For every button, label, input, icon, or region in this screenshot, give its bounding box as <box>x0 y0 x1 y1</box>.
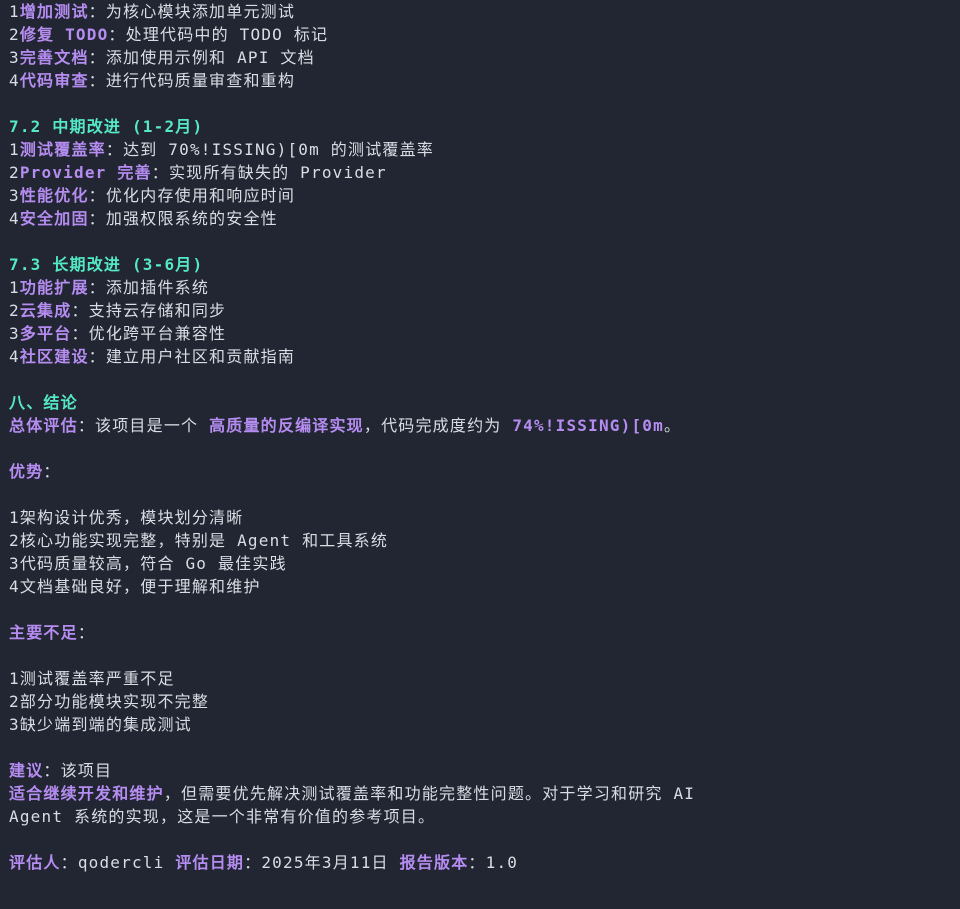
list-item: 4安全加固：加强权限系统的安全性 <box>9 209 278 228</box>
blank-line <box>9 598 960 621</box>
evaluator-label: 评估人 <box>9 853 61 872</box>
list-item: 1测试覆盖率严重不足 <box>9 669 175 688</box>
list-item: 1功能扩展：添加插件系统 <box>9 278 210 297</box>
overall-assessment: 总体评估：该项目是一个 高质量的反编译实现，代码完成度约为 74%!ISSING… <box>9 416 682 435</box>
blank-line <box>9 230 960 253</box>
list-item: 2核心功能实现完整，特别是 Agent 和工具系统 <box>9 531 389 550</box>
blank-line <box>9 92 960 115</box>
evaluator-value: qodercli <box>77 853 176 872</box>
list-item: 2Provider 完善：实现所有缺失的 Provider <box>9 163 387 182</box>
list-item: 3性能优化：优化内存使用和响应时间 <box>9 186 296 205</box>
section-heading-long-term: 7.3 长期改进 (3-6月) <box>9 255 204 274</box>
item-title: 云集成 <box>19 301 72 320</box>
list-item: 3代码质量较高，符合 Go 最佳实践 <box>9 554 287 573</box>
item-title: 修复 TODO <box>19 25 109 44</box>
list-item: 3多平台：优化跨平台兼容性 <box>9 324 227 343</box>
list-item: 2云集成：支持云存储和同步 <box>9 301 227 320</box>
list-item: 4文档基础良好，便于理解和维护 <box>9 577 261 596</box>
advice-heading: 建议：该项目 <box>9 761 113 780</box>
list-item: 4代码审查：进行代码质量审查和重构 <box>9 71 296 90</box>
list-item: 2部分功能模块实现不完整 <box>9 692 210 711</box>
report-footer: 评估人：qodercli 评估日期：2025年3月11日 报告版本：1.0 <box>9 853 519 872</box>
item-title: 测试覆盖率 <box>19 140 106 159</box>
section-heading-conclusion: 八、结论 <box>9 393 78 412</box>
list-item: 1增加测试：为核心模块添加单元测试 <box>9 2 296 21</box>
strengths-heading: 优势： <box>9 462 61 481</box>
list-item: 1架构设计优秀，模块划分清晰 <box>9 508 244 527</box>
item-title: 多平台 <box>19 324 72 343</box>
list-item: 3完善文档：添加使用示例和 API 文档 <box>9 48 315 67</box>
blank-line <box>9 828 960 851</box>
item-title: 代码审查 <box>19 71 89 90</box>
weaknesses-heading: 主要不足： <box>9 623 96 642</box>
list-item: 2修复 TODO：处理代码中的 TODO 标记 <box>9 25 329 44</box>
terminal-output: 1增加测试：为核心模块添加单元测试 2修复 TODO：处理代码中的 TODO 标… <box>9 2 960 872</box>
item-title: 性能优化 <box>19 186 89 205</box>
version-value: 1.0 <box>485 853 519 872</box>
item-title: 安全加固 <box>19 209 89 228</box>
overall-label: 总体评估 <box>9 416 78 435</box>
item-title: 完善文档 <box>19 48 89 67</box>
advice-body-continued: Agent 系统的实现，这是一个非常有价值的参考项目。 <box>9 807 436 826</box>
item-title: 功能扩展 <box>19 278 89 297</box>
item-title: 社区建设 <box>19 347 89 366</box>
list-item: 1测试覆盖率：达到 70%!ISSING)[0m 的测试覆盖率 <box>9 140 434 159</box>
item-title: 增加测试 <box>19 2 89 21</box>
list-item: 4社区建设：建立用户社区和贡献指南 <box>9 347 296 366</box>
advice-body: 适合继续开发和维护，但需要优先解决测试覆盖率和功能完整性问题。对于学习和研究 A… <box>9 784 696 803</box>
blank-line <box>9 736 960 759</box>
blank-line <box>9 644 960 667</box>
list-item: 3缺少端到端的集成测试 <box>9 715 192 734</box>
item-title: Provider 完善 <box>19 163 152 182</box>
blank-line <box>9 483 960 506</box>
blank-line <box>9 368 960 391</box>
date-label: 评估日期 <box>175 853 245 872</box>
blank-line <box>9 437 960 460</box>
version-label: 报告版本 <box>399 853 469 872</box>
section-heading-mid-term: 7.2 中期改进 (1-2月) <box>9 117 204 136</box>
date-value: 2025年3月11日 <box>261 853 400 872</box>
